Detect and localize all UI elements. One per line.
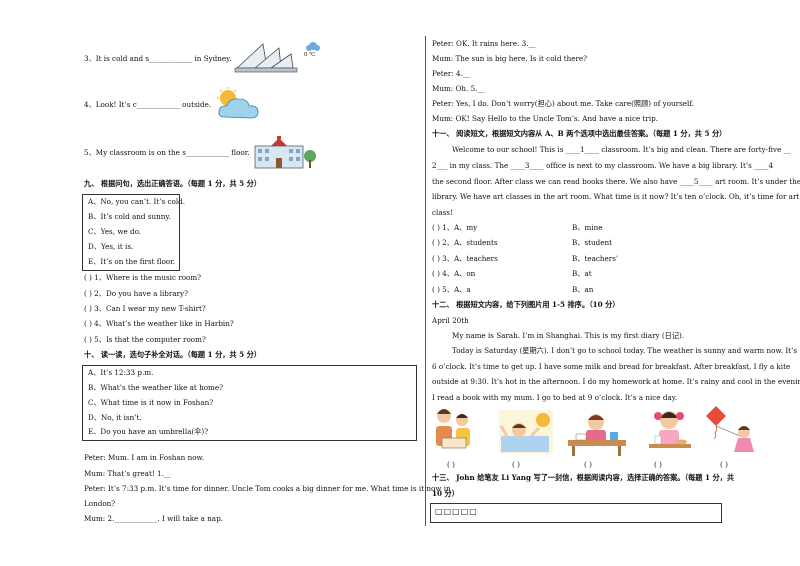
right-dialog-4: Mum: Oh. 5.__	[432, 84, 485, 93]
sec9-question-5: ( ) 5、Is that the computer room?	[84, 335, 206, 344]
section-13-letter-box: □□□□□	[430, 503, 722, 523]
sec9-question-2: ( ) 2、Do you have a library?	[84, 289, 188, 298]
option-e: E、It’s on the first floor.	[88, 257, 176, 266]
sec12-passage-2: Today is Saturday (星期六). I don’t go to s…	[452, 346, 798, 355]
reading-with-mum-picture	[430, 404, 478, 459]
section-12-title: 十二、 根据短文内容，给下列图片用 1-5 排序。（10 分）	[432, 300, 620, 309]
temperature-label: 0 ℃	[304, 52, 316, 58]
sec11-passage-1: Welcome to our school! This is ____1____…	[452, 145, 791, 154]
section-10-options-box: A、It’s 12:33 p.m. B、What’s the weather l…	[82, 365, 417, 441]
school-building-icon	[253, 134, 319, 173]
sec12-passage-1: My name is Sarah. I’m in Shanghai. This …	[452, 331, 685, 340]
section-13-title-line-2: 10 分）	[432, 489, 459, 498]
option-d: D、Yes, it is.	[88, 242, 134, 251]
dialog-line-5: Mum: 2.____________. I will take a nap.	[84, 514, 223, 523]
right-dialog-2: Mum: The sun is big here. Is it cold the…	[432, 54, 588, 63]
getting-up-picture	[497, 408, 555, 459]
right-dialog-6: Mum: OK! Say Hello to the Uncle Tom’s. A…	[432, 114, 659, 123]
sec11-passage-5: class!	[432, 208, 453, 217]
picture-blank-1[interactable]: ( )	[447, 460, 455, 469]
sec10-option-c: C、What time is it now in Foshan?	[88, 398, 214, 407]
sec10-option-e: E、Do you have an umbrella(伞)?	[88, 427, 209, 436]
sec12-passage-3: 6 o’clock. It’s time to get up. I have s…	[432, 362, 791, 371]
sec11-choice-5-b: B、an	[572, 285, 594, 294]
section-13-title-line-1: 十三、 John 给笔友 Li Yang 写了一封信，根据阅读内容，选择正确的答…	[432, 473, 735, 482]
right-dialog-3: Peter: 4.__	[432, 69, 471, 78]
sec11-choice-5-a: ( ) 5、A、a	[432, 285, 471, 294]
section-10-title: 十、 读一读，选句子补全对话。（每题 1 分，共 5 分）	[84, 350, 262, 359]
homework-picture	[566, 408, 628, 459]
picture-blank-5[interactable]: ( )	[720, 460, 728, 469]
sec11-choice-4-b: B、at	[572, 269, 592, 278]
dialog-line-2: Mum: That’s great! 1.__	[84, 469, 172, 478]
sec11-choice-3-b: B、teachers’	[572, 254, 619, 263]
dialog-line-3: Peter: It’s 7:33 p.m. It’s time for dinn…	[84, 484, 451, 493]
picture-blank-4[interactable]: ( )	[654, 460, 662, 469]
option-b: B、It’s cold and sunny.	[88, 212, 171, 221]
sec11-passage-2: 2___ in my class. The ____3____ office i…	[432, 161, 774, 170]
q3-text: 3、It is cold and s____________ in Sydney…	[84, 54, 232, 63]
picture-blank-3[interactable]: ( )	[584, 460, 592, 469]
sec11-choice-2-b: B、student	[572, 238, 613, 247]
section-9-title: 九、 根据问句，选出正确答语。（每题 1 分，共 5 分）	[84, 179, 262, 188]
right-dialog-5: Peter: Yes, I do. Don’t worry(担心) about …	[432, 99, 695, 108]
sec11-choice-3-a: ( ) 3、A、teachers	[432, 254, 498, 263]
sec11-choice-4-a: ( ) 4、A、on	[432, 269, 476, 278]
option-c: C、Yes, we do.	[88, 227, 142, 236]
breakfast-picture	[645, 406, 695, 459]
sec10-option-b: B、What’s the weather like at home?	[88, 383, 223, 392]
dialog-line-1: Peter: Mum. I am in Foshan now.	[84, 453, 205, 462]
section-11-title: 十一、 阅读短文，根据短文内容从 A、B 两个选项中选出最佳答案。（每题 1 分…	[432, 129, 727, 138]
sec11-choice-2-a: ( ) 2、A、students	[432, 238, 498, 247]
q5-text: 5、My classroom is on the s____________ f…	[84, 148, 250, 157]
dialog-line-4: London?	[84, 499, 116, 508]
column-divider	[425, 36, 426, 526]
sec10-option-d: D、No, it isn’t.	[88, 413, 142, 422]
sec12-passage-5: I read a book with my mum. I go to bed a…	[432, 393, 678, 402]
right-dialog-1: Peter: OK. It rains here. 3.__	[432, 39, 536, 48]
letter-box-content: □□□□□	[435, 507, 478, 516]
q4-text: 4、Look! It’s c____________ outside.	[84, 100, 212, 109]
flying-kite-picture	[706, 404, 758, 459]
sec9-question-1: ( ) 1、Where is the music room?	[84, 273, 202, 282]
diary-date: April 20th	[432, 316, 469, 325]
sec12-passage-4: outside at 9:30. It’s hot in the afterno…	[432, 377, 800, 386]
sec10-option-a: A、It’s 12:33 p.m.	[88, 368, 154, 377]
option-a: A、No, you can’t. It’s cold.	[88, 197, 186, 206]
section-9-options-box: A、No, you can’t. It’s cold. B、It’s cold …	[82, 194, 185, 271]
sec11-passage-3: the second floor. After class we can rea…	[432, 177, 800, 186]
sec11-choice-1-b: B、mine	[572, 223, 603, 232]
sec9-question-4: ( ) 4、What’s the weather like in Harbin?	[84, 319, 234, 328]
sec11-choice-1-a: ( ) 1、A、my	[432, 223, 478, 232]
sec9-question-3: ( ) 3、Can I wear my new T-shirt?	[84, 304, 206, 313]
opera-house-icon	[233, 38, 333, 77]
sun-cloud-icon	[214, 87, 262, 124]
picture-blank-2[interactable]: ( )	[512, 460, 520, 469]
sec11-passage-4: library. We have art classes in the art …	[432, 192, 800, 201]
